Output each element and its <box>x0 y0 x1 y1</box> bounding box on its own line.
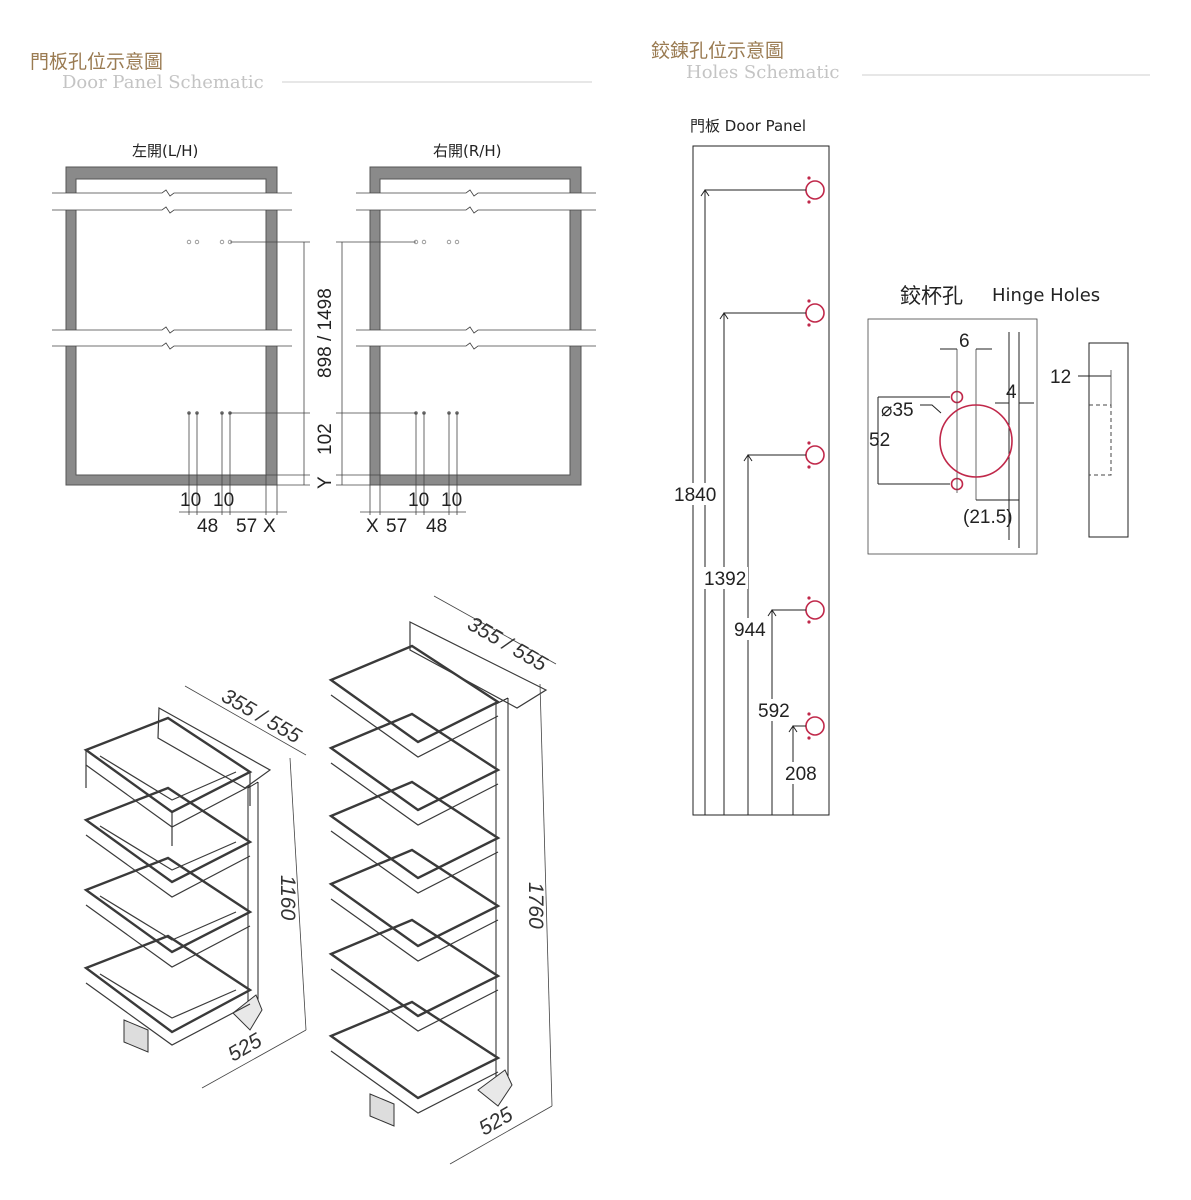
dim-10: 10 <box>213 490 234 511</box>
basket-tier <box>83 934 253 1046</box>
mount-holes <box>414 411 459 415</box>
dim-12: 12 <box>1050 367 1071 388</box>
door-frame <box>369 166 582 486</box>
dim-57: 57 <box>236 516 257 537</box>
door-panel-title-cn: 門板孔位示意圖 <box>30 51 163 73</box>
dim-x: X <box>263 516 276 537</box>
basket-tier <box>328 918 501 1032</box>
door-panel-outline <box>692 145 830 816</box>
dim-57: 57 <box>386 516 407 537</box>
unit-depth: 525 <box>224 1029 266 1067</box>
dim-48: 48 <box>426 516 447 537</box>
hole-height: 208 <box>785 764 817 785</box>
dimension-lines <box>700 189 806 815</box>
basket-tier <box>83 716 253 846</box>
unit-height: 1760 <box>524 882 547 929</box>
cup-hole <box>939 404 1013 478</box>
basket-tier <box>328 644 501 758</box>
door-panel-holes: 門板 Door Panel 1840 1392 944 592 208 <box>671 117 830 816</box>
dimension-lines <box>433 595 557 1165</box>
basket-tier <box>83 786 253 898</box>
dim-10: 10 <box>408 490 429 511</box>
hinge-cup <box>805 712 825 740</box>
dim-52: 52 <box>869 430 890 451</box>
dimension-lines <box>184 685 307 1089</box>
mount-holes <box>187 411 232 415</box>
door-panel-label: 門板 Door Panel <box>690 117 806 135</box>
hinge-cup <box>805 299 825 327</box>
hinge-holes-detail: 鉸杯孔 Hinge Holes 6 4 ⌀35 52 (21.5) 1 <box>867 284 1129 555</box>
unit-width: 355 / 555 <box>464 612 552 676</box>
door-panel-title-en: Door Panel Schematic <box>62 72 264 93</box>
holes-title-cn: 鉸鍊孔位示意圖 <box>651 40 784 62</box>
mount-holes <box>413 239 460 245</box>
dim-y: Y <box>315 476 336 489</box>
door-panel-header: 門板孔位示意圖 Door Panel Schematic <box>30 51 592 93</box>
hinge-cup <box>805 441 825 469</box>
hinge-holes-title-en: Hinge Holes <box>992 285 1100 306</box>
unit-width: 355 / 555 <box>218 684 306 748</box>
mount-holes <box>186 239 233 245</box>
right-hand-label: 右開(R/H) <box>433 142 501 160</box>
dim-diameter: ⌀35 <box>881 400 914 421</box>
door-frame <box>65 166 278 486</box>
basket-tier <box>328 780 501 894</box>
left-hand-label: 左開(L/H) <box>132 142 198 160</box>
break-lines <box>52 189 292 350</box>
basket-tier <box>83 856 253 968</box>
dimension-lines <box>336 241 466 515</box>
hole-height: 944 <box>734 620 766 641</box>
hole-height: 1840 <box>674 485 716 506</box>
unit-depth: 525 <box>475 1103 517 1141</box>
basket-tier <box>328 1000 501 1114</box>
left-hand-door: 左開(L/H) <box>52 142 336 537</box>
hinge-side-view <box>1088 342 1129 538</box>
basket-tier <box>328 848 501 962</box>
hole-height: 592 <box>758 701 790 722</box>
basket-tier <box>328 712 501 826</box>
dimension-lines <box>877 348 1034 501</box>
holes-title-en: Holes Schematic <box>686 62 839 83</box>
hinge-detail-box <box>867 318 1038 555</box>
right-hand-door: 右開(R/H) 10 10 <box>336 142 596 537</box>
basket-unit-large: 355 / 555 1760 525 <box>328 595 557 1165</box>
dim-10: 10 <box>441 490 462 511</box>
unit-height: 1160 <box>276 875 299 920</box>
dimension-lines <box>179 241 310 515</box>
hinge-cup <box>805 176 825 204</box>
hinge-cup <box>805 596 825 624</box>
dim-21-5: (21.5) <box>963 507 1013 528</box>
dim-6: 6 <box>959 331 970 352</box>
hole-height: 1392 <box>704 569 746 590</box>
basket-unit-small: 355 / 555 1160 525 <box>83 684 307 1089</box>
hinge-holes-title-cn: 鉸杯孔 <box>900 284 963 308</box>
dim-10: 10 <box>180 490 201 511</box>
dim-x: X <box>366 516 379 537</box>
dim-height: 898 / 1498 <box>315 288 336 378</box>
break-lines <box>356 189 596 350</box>
dim-4: 4 <box>1006 382 1017 403</box>
holes-header: 鉸鍊孔位示意圖 Holes Schematic <box>651 40 1150 83</box>
dim-48: 48 <box>197 516 218 537</box>
dim-102: 102 <box>315 423 336 455</box>
